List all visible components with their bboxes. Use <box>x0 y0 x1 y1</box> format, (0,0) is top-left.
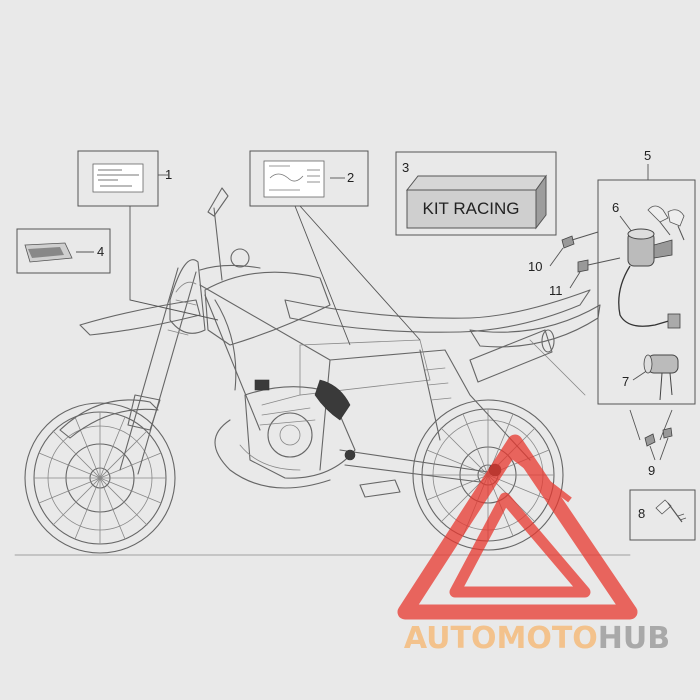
callout-3-group: 3 KIT RACING <box>395 151 557 236</box>
callout-3: 3 <box>402 160 409 175</box>
watermark-text-part1: AUTOMOTO <box>404 621 598 656</box>
watermark-stripe <box>503 447 572 503</box>
callout-5-group: 5 6 7 <box>597 148 696 405</box>
watermark-triangle-inner <box>449 492 591 598</box>
callout-5: 5 <box>644 148 651 163</box>
leader-line-1 <box>129 206 219 321</box>
callout-1: 1 <box>165 167 172 182</box>
callout-11: 11 <box>549 283 563 298</box>
callout-4-group: 4 <box>16 228 111 274</box>
watermark-text-part2: HUB <box>598 621 670 656</box>
part-1-sticker <box>92 163 144 193</box>
watermark-text: AUTOMOTOHUB <box>404 621 670 656</box>
part-1-box <box>77 150 159 207</box>
screw-11-drawing <box>577 257 621 273</box>
kit-racing-box <box>406 189 537 229</box>
callout-1-group: 1 <box>77 150 219 321</box>
seat-lock-drawing <box>643 354 679 401</box>
part-2-box <box>249 150 369 207</box>
leader-line-2 <box>299 205 421 341</box>
leader-line-2b <box>294 205 351 346</box>
motorcycle-drawing <box>24 187 601 554</box>
key-drawing <box>655 499 687 523</box>
callout-10-11-group: 10 11 <box>528 231 621 298</box>
ignition-switch-drawing <box>618 205 685 329</box>
callout-9-group: 9 <box>629 409 673 478</box>
part-3-box <box>395 151 557 236</box>
callout-2: 2 <box>347 170 354 185</box>
watermark-triangle-outer <box>397 434 638 620</box>
kit-racing-label: KIT RACING <box>423 199 520 218</box>
callout-2-group: 2 <box>249 150 421 346</box>
part-2-decal <box>263 160 325 198</box>
callout-6: 6 <box>612 200 619 215</box>
part-8-box <box>629 489 696 541</box>
part-5-box <box>597 179 696 405</box>
callout-9: 9 <box>648 463 655 478</box>
part-4-box <box>16 228 111 274</box>
front-wheel <box>24 402 176 554</box>
callout-4: 4 <box>97 244 104 259</box>
callout-8: 8 <box>638 506 645 521</box>
callout-10: 10 <box>528 259 542 274</box>
callout-8-group: 8 <box>629 489 696 541</box>
screw-10-drawing <box>561 231 599 249</box>
callout-7: 7 <box>622 374 629 389</box>
automotohub-watermark <box>397 434 638 620</box>
